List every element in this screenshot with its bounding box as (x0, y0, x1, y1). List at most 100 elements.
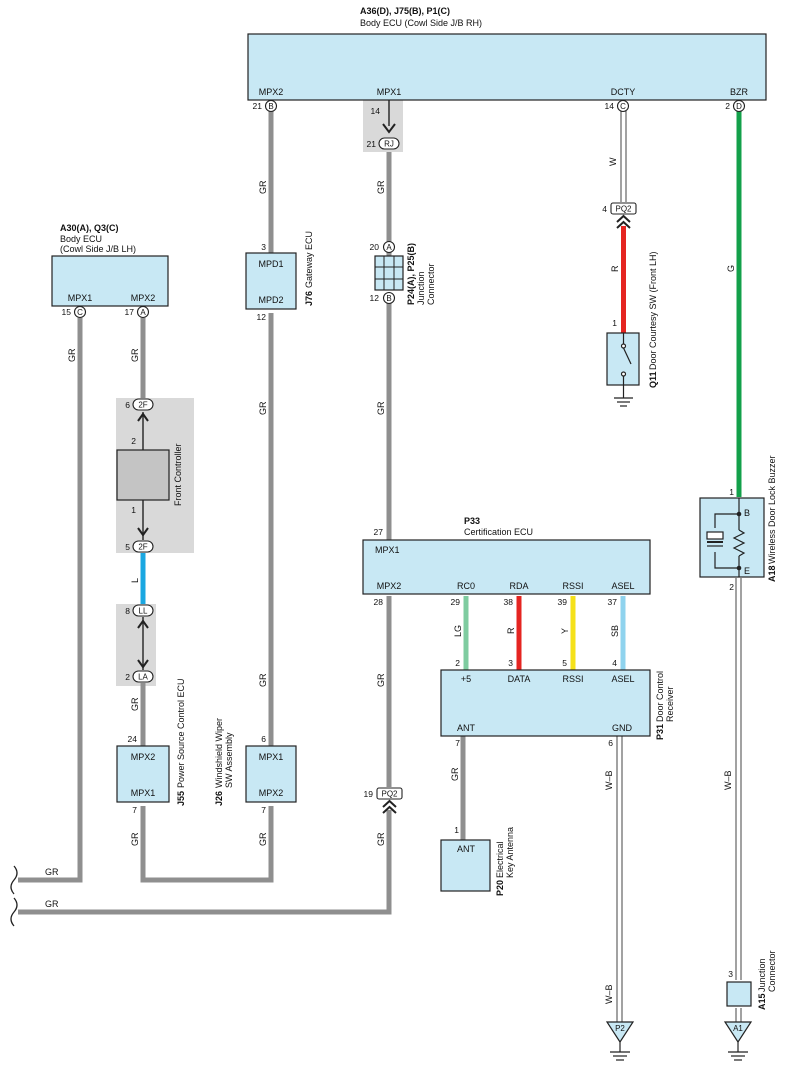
rj-connector (378, 137, 400, 150)
svg-text:P20: P20 (495, 880, 505, 896)
cert-ecu-code: P33 (464, 516, 480, 526)
svg-text:19: 19 (364, 789, 374, 799)
receiver-label: P31 Door Control Receiver (655, 671, 675, 740)
gateway-ecu-box (245, 252, 297, 310)
svg-text:W–B: W–B (604, 984, 614, 1004)
wiper-pin-mpx1: MPX1 (259, 752, 284, 762)
svg-text:R: R (506, 627, 516, 634)
wire-wb-receiver (616, 736, 623, 1022)
svg-text:Gateway ECU: Gateway ECU (304, 231, 314, 288)
svg-text:Windshield Wiper: Windshield Wiper (214, 718, 224, 788)
svg-text:GR: GR (258, 673, 268, 687)
gateway-pin-mpd1: MPD1 (258, 259, 283, 269)
wires (18, 110, 742, 1022)
svg-text:Front Controller: Front Controller (173, 443, 183, 506)
receiver-pin-gnd: GND (612, 723, 633, 733)
svg-text:GR: GR (45, 867, 59, 877)
svg-text:Door Control: Door Control (655, 671, 665, 722)
svg-text:GR: GR (258, 180, 268, 194)
receiver-pin-ant: ANT (457, 723, 476, 733)
pq2-connector-lower (376, 787, 403, 800)
svg-text:J55: J55 (176, 791, 186, 806)
svg-text:PQ2: PQ2 (615, 205, 632, 214)
svg-text:28: 28 (374, 597, 384, 607)
antenna-label: P20 Electrical Key Antenna (495, 827, 515, 896)
svg-text:C: C (77, 308, 83, 317)
svg-text:A: A (386, 243, 392, 252)
ground-a1: A1 (723, 1021, 753, 1061)
svg-text:GR: GR (376, 180, 386, 194)
svg-text:SB: SB (610, 625, 620, 637)
svg-text:3: 3 (728, 969, 733, 979)
svg-text:B: B (268, 102, 273, 111)
gateway-pin-mpd2: MPD2 (258, 295, 283, 305)
junction1-term-a (382, 240, 396, 254)
svg-text:12: 12 (370, 293, 380, 303)
ecu-rh-subtitle: Body ECU (Cowl Side J/B RH) (360, 18, 482, 28)
svg-text:5: 5 (125, 542, 130, 552)
ecu-lh-term-a (136, 305, 150, 319)
svg-text:4: 4 (612, 658, 617, 668)
ecu-lh-subtitle: Body ECU (60, 234, 102, 244)
ecu-lh-subtitle2: (Cowl Side J/B LH) (60, 244, 136, 254)
svg-text:LG: LG (453, 625, 463, 637)
ecu-lh-box (51, 255, 169, 307)
ecu-lh-title: A30(A), Q3(C) (60, 223, 119, 233)
svg-text:GR: GR (67, 348, 77, 362)
svg-text:GR: GR (130, 348, 140, 362)
svg-text:G: G (726, 265, 736, 272)
ecu-rh-pin-dcty: DCTY (611, 87, 636, 97)
svg-text:P24(A), P25(B): P24(A), P25(B) (406, 243, 416, 305)
cert-pin-asel: ASEL (611, 581, 634, 591)
svg-text:2: 2 (729, 582, 734, 592)
svg-text:2: 2 (131, 436, 136, 446)
svg-text:Door Courtesy SW (Front LH): Door Courtesy SW (Front LH) (648, 251, 658, 370)
wire-lh-mpx1-to-break (18, 318, 83, 883)
svg-text:24: 24 (128, 734, 138, 744)
svg-text:38: 38 (504, 597, 514, 607)
svg-text:GR: GR (450, 767, 460, 781)
svg-text:21: 21 (253, 101, 263, 111)
svg-text:GR: GR (258, 832, 268, 846)
svg-text:Power Source Control ECU: Power Source Control ECU (176, 678, 186, 788)
svg-text:LL: LL (139, 607, 148, 616)
svg-text:27: 27 (374, 527, 384, 537)
ecu-rh-term-d (732, 99, 746, 113)
svg-text:A15: A15 (757, 993, 767, 1010)
svg-text:L: L (130, 578, 140, 583)
buzzer-pin-e: E (744, 566, 750, 576)
psc-ecu-box (116, 745, 170, 803)
psc-label: J55 Power Source Control ECU (176, 678, 186, 806)
receiver-pin-asel: ASEL (611, 674, 634, 684)
svg-text:Y: Y (560, 628, 570, 634)
psc-pin-mpx2: MPX2 (131, 752, 156, 762)
front-ctrl-term-upper (132, 398, 154, 411)
wiper-pin-mpx2: MPX2 (259, 788, 284, 798)
svg-text:29: 29 (451, 597, 461, 607)
receiver-pin-5v: +5 (461, 674, 471, 684)
wire-psc-to-wiper (140, 806, 274, 883)
cert-pin-mpx2: MPX2 (377, 581, 402, 591)
svg-text:W–B: W–B (723, 770, 733, 790)
cert-pin-mpx1: MPX1 (375, 545, 400, 555)
ground-p2: P2 (605, 1021, 635, 1061)
svg-text:P2: P2 (615, 1024, 625, 1033)
psc-pin-mpx1: MPX1 (131, 788, 156, 798)
ecu-rh-pin-bzr: BZR (730, 87, 749, 97)
svg-text:Connector: Connector (426, 263, 436, 305)
svg-text:RJ: RJ (384, 140, 394, 149)
receiver-pin-rssi: RSSI (562, 674, 583, 684)
front-ctrl-term-lower (132, 540, 154, 553)
ecu-rh-pin-mpx1: MPX1 (377, 87, 402, 97)
svg-text:Junction: Junction (757, 958, 767, 992)
svg-text:3: 3 (508, 658, 513, 668)
cert-pin-rc0: RC0 (457, 581, 475, 591)
svg-text:2F: 2F (138, 543, 147, 552)
ecu-rh-title: A36(D), J75(B), P1(C) (360, 6, 450, 16)
ecu-lh-pin-mpx1: MPX1 (68, 293, 93, 303)
svg-text:Electrical: Electrical (495, 841, 505, 878)
cert-pin-rssi: RSSI (562, 581, 583, 591)
junction1-term-b (382, 291, 396, 305)
svg-text:R: R (610, 265, 620, 272)
